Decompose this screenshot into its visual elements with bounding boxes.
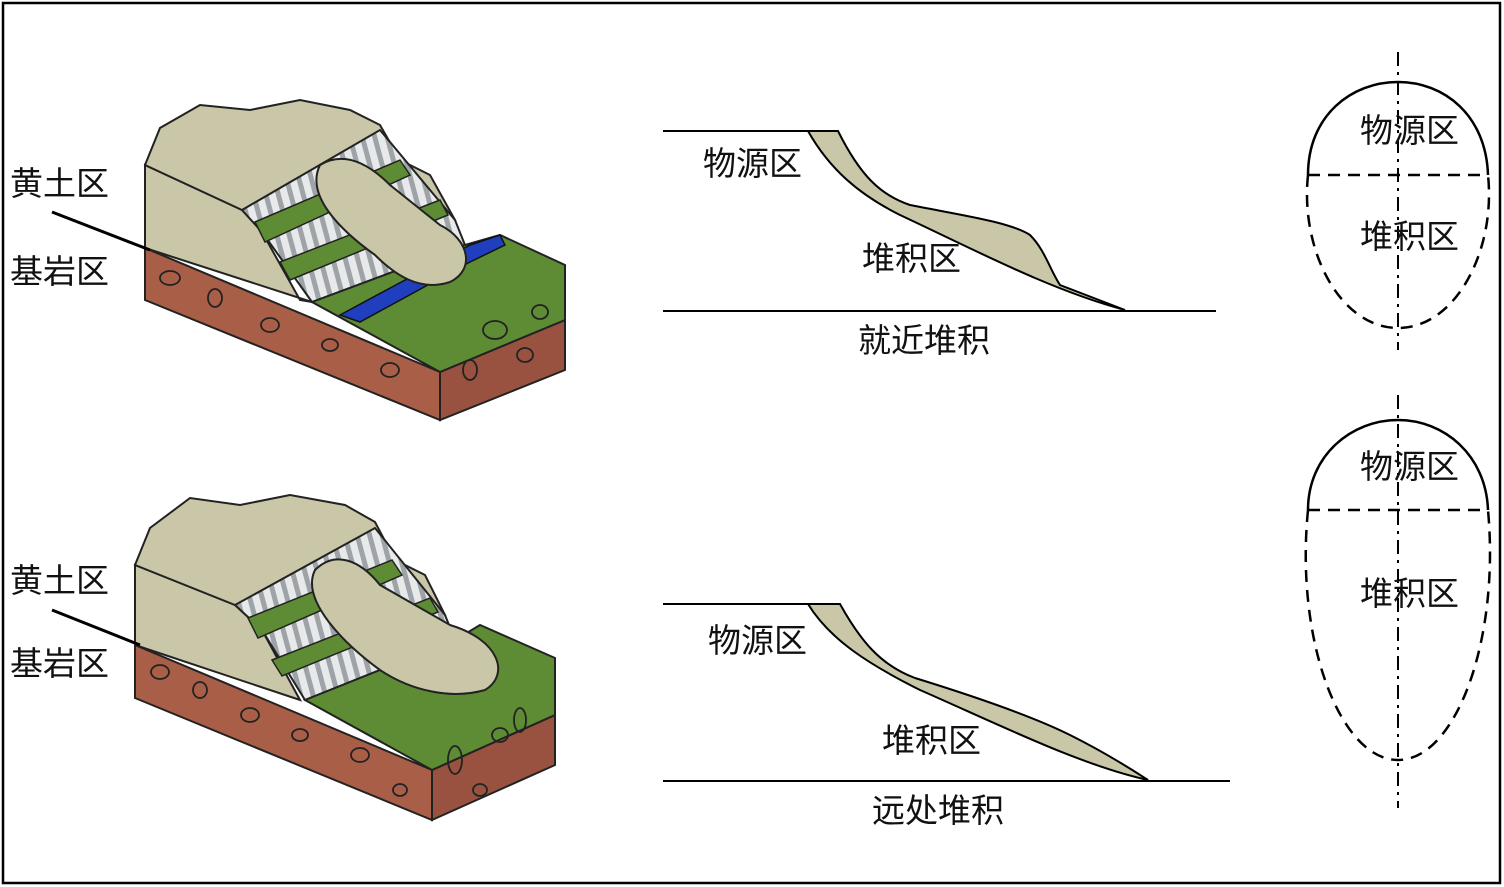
bottom-block-labels: 黄土区 基岩区 — [10, 561, 141, 683]
top-plan-deposit-label: 堆积区 — [1360, 217, 1459, 256]
bottom-block-diagram — [133, 493, 556, 822]
bottom-plan-deposit-outline — [1304, 509, 1492, 762]
bottom-plan: 物源区 堆积区 — [1304, 395, 1492, 808]
bottom-bedrock-clasts — [150, 664, 527, 797]
top-bedrock-label: 基岩区 — [10, 252, 109, 291]
bottom-landslide-mass — [311, 558, 500, 695]
top-profile-source-label: 物源区 — [703, 144, 802, 183]
top-plan-deposit-outline — [1305, 174, 1491, 330]
bottom-plan-deposit-label: 堆积区 — [1360, 574, 1459, 613]
top-boundary-leader — [51, 210, 151, 252]
bottom-plan-source-label: 物源区 — [1360, 447, 1459, 486]
top-plan: 物源区 堆积区 — [1305, 52, 1491, 350]
top-profile-deposit-label: 堆积区 — [862, 239, 961, 278]
top-profile: 物源区 堆积区 就近堆积 — [663, 130, 1216, 360]
top-block-diagram — [143, 98, 566, 422]
bottom-loess-label: 黄土区 — [10, 561, 109, 600]
bottom-boundary-leader — [51, 608, 141, 647]
bottom-profile: 物源区 堆积区 远处堆积 — [663, 603, 1230, 830]
top-bedrock-clasts — [159, 270, 549, 381]
top-profile-caption: 就近堆积 — [858, 321, 990, 360]
top-loess-label: 黄土区 — [10, 164, 109, 203]
bottom-profile-source-label: 物源区 — [708, 621, 807, 660]
bottom-profile-deposit — [806, 603, 1149, 781]
top-profile-deposit — [806, 130, 1126, 311]
bottom-profile-deposit-label: 堆积区 — [882, 721, 981, 760]
bottom-plan-source-outline — [1306, 418, 1490, 511]
bottom-bedrock-label: 基岩区 — [10, 644, 109, 683]
bottom-profile-caption: 远处堆积 — [872, 791, 1004, 830]
top-landslide-mass — [315, 157, 467, 286]
top-block-labels: 黄土区 基岩区 — [10, 164, 151, 291]
top-plan-source-label: 物源区 — [1360, 111, 1459, 150]
